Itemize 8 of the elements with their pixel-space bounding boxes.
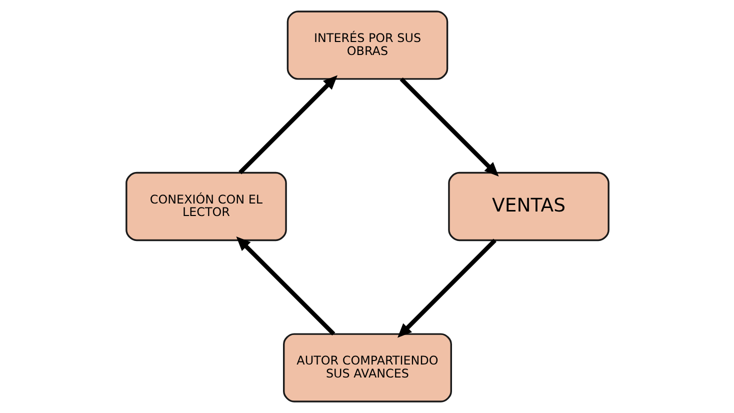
- arrow: [236, 236, 335, 336]
- arrow: [238, 75, 337, 174]
- node-box: VENTAS: [448, 172, 609, 242]
- node-box: INTERÉS POR SUS OBRAS: [286, 10, 448, 80]
- node-box: CONEXIÓN CON EL LECTOR: [125, 172, 286, 242]
- arrow: [399, 78, 498, 176]
- node-box: AUTOR COMPARTIENDO SUS AVANCES: [282, 333, 452, 402]
- arrow: [397, 238, 496, 338]
